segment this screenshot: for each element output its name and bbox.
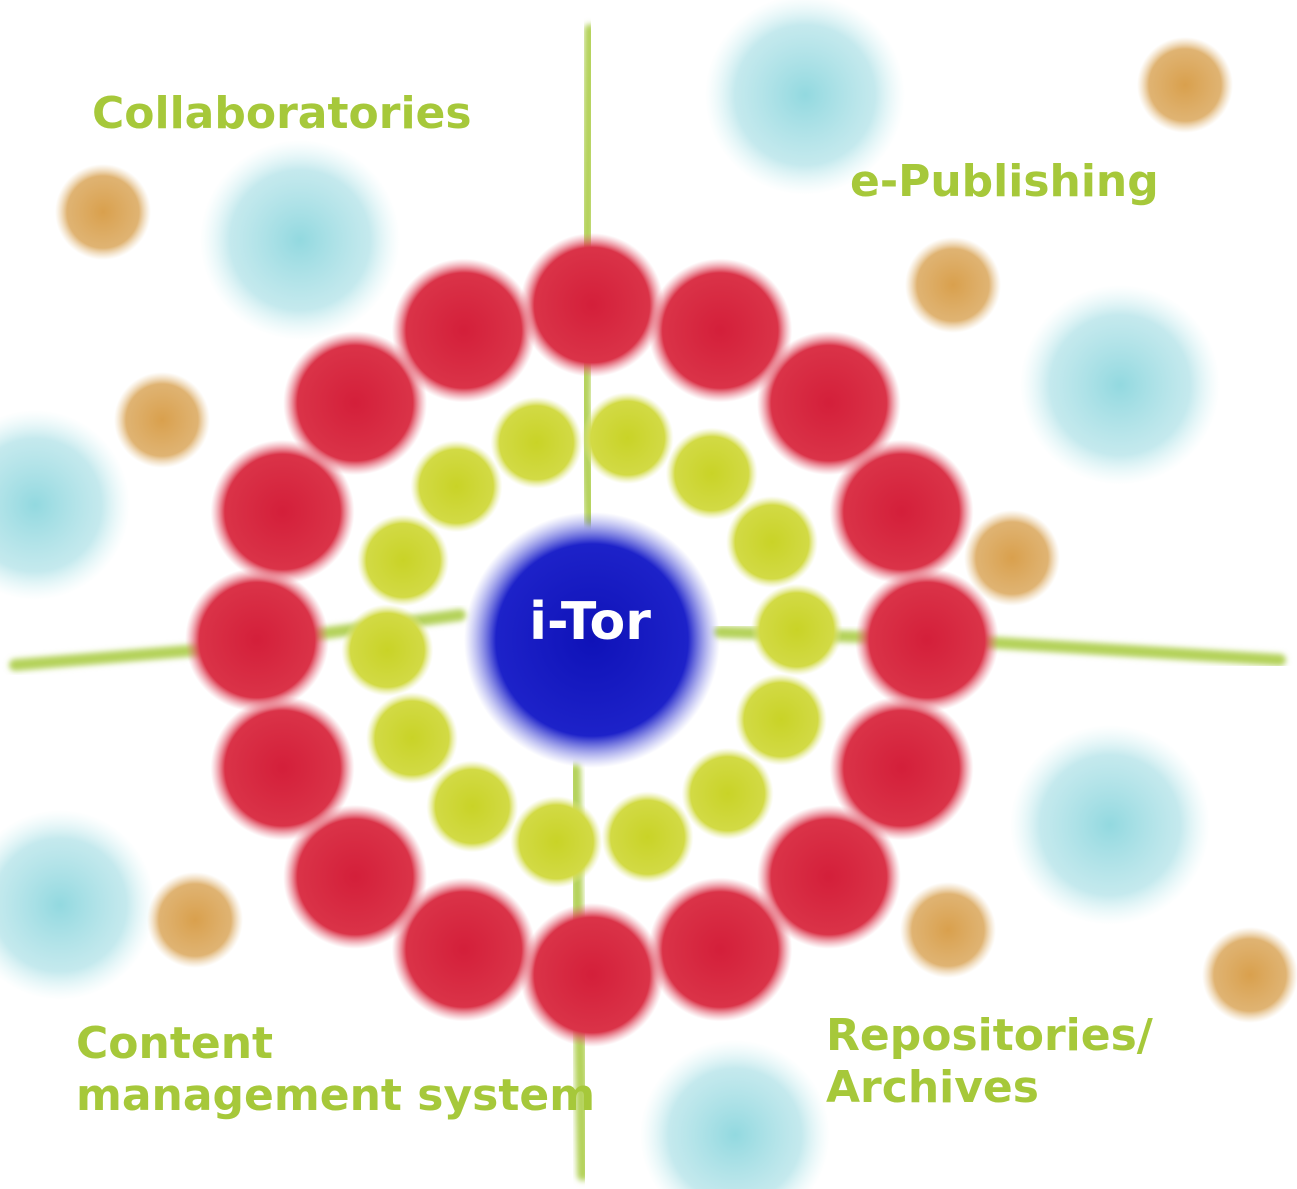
center-label: i-Tor [529,592,651,652]
orange-dot [964,510,1060,606]
yellow-ring-dot [341,604,434,697]
red-ring-dot [756,331,901,476]
yellow-ring-dot [366,692,458,784]
orange-dot [900,882,996,978]
label-repositories-line1: Repositories/ [826,1010,1153,1061]
label-repositories-archives: Repositories/ Archives [826,1010,1153,1114]
cyan-cloud [640,1040,830,1189]
cyan-cloud [1020,285,1220,485]
inner-ring-yellow [341,392,843,888]
orange-dot [55,164,151,260]
yellow-ring-dot [426,760,519,853]
red-ring-dot [520,233,664,377]
cyan-cloud [0,410,130,600]
red-ring-dot [210,439,355,584]
red-ring-dot [648,258,793,403]
red-ring-dot [283,804,428,949]
red-ring-dot [210,696,355,841]
label-e-publishing: e-Publishing [850,156,1159,207]
yellow-ring-dot [410,440,503,533]
yellow-ring-dot [357,514,450,607]
label-content-line2: management system [76,1070,596,1121]
label-collaboratories: Collaboratories [92,88,472,139]
yellow-ring-dot [734,673,827,766]
red-ring-dot [648,877,793,1022]
yellow-ring-dot [726,496,818,588]
label-repositories-line2: Archives [826,1062,1039,1113]
red-ring-dot [756,804,901,949]
orange-dot [147,872,243,968]
orange-dot [1202,927,1297,1023]
label-content-management-system: Content management system [76,1018,595,1122]
cyan-cloud [1010,725,1210,925]
cyan-clouds [0,0,1220,1189]
red-ring-dot [283,331,428,476]
orange-dot [1137,37,1233,133]
label-content-line1: Content [76,1018,274,1069]
red-ring-dot [391,258,536,403]
yellow-ring-dot [510,795,603,888]
yellow-ring-dot [581,392,674,485]
orange-dots [55,37,1297,1023]
orange-dot [114,372,210,468]
center-circle [464,512,720,768]
yellow-ring-dot [681,747,774,840]
yellow-ring-dot [490,396,583,489]
cyan-cloud [200,140,400,340]
yellow-ring-dot [601,791,694,884]
outer-ring-red [185,233,999,1047]
orange-dot [905,237,1001,333]
cyan-cloud [0,810,155,1000]
cyan-cloud [705,0,905,195]
red-ring-dot [855,568,999,712]
red-ring-dot [185,568,329,712]
red-ring-dot [829,696,974,841]
red-ring-dot [391,877,536,1022]
yellow-ring-dot [750,583,843,676]
red-ring-dot [829,439,974,584]
yellow-ring-dot [665,427,758,520]
red-ring-dot [520,903,664,1047]
